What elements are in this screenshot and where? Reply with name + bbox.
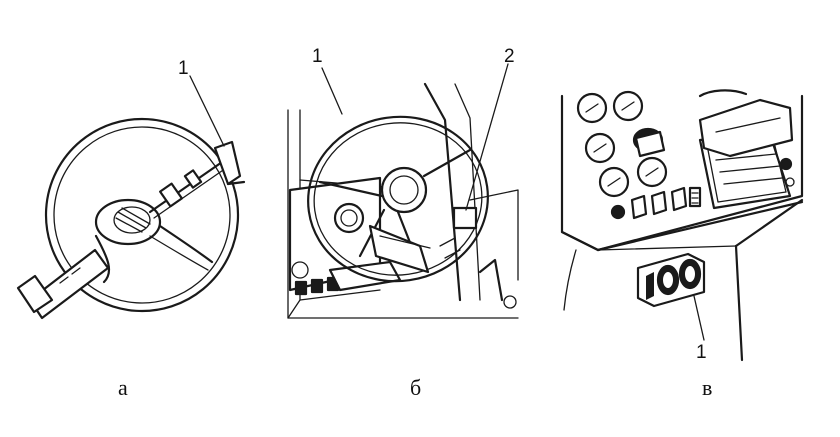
steering-column-a <box>16 248 110 320</box>
callout-a-1: 1 <box>178 58 189 79</box>
switch-row-v <box>610 186 702 220</box>
callout-b-1: 1 <box>312 46 323 67</box>
hazard-switch-v <box>636 252 706 308</box>
callout-v-1: 1 <box>696 342 707 363</box>
adjustment-lever-a <box>148 140 246 219</box>
caption-v: в <box>702 375 712 400</box>
leader-line-b1 <box>321 67 343 115</box>
lever-b <box>452 206 478 230</box>
wheel-hub-b <box>380 166 428 214</box>
callout-b-2: 2 <box>504 46 515 67</box>
wheel-hub-a <box>94 198 214 284</box>
caption-a: а <box>118 375 128 400</box>
panel-b: 1 2 б <box>287 46 519 400</box>
steering-column-b <box>368 206 517 309</box>
panel-v: 1 в <box>560 89 804 400</box>
gear-lever-v <box>698 89 795 210</box>
steering-wheel-a <box>44 117 240 313</box>
leader-line-v1 <box>693 295 705 341</box>
leader-line-b2 <box>465 63 509 211</box>
gauge-cluster-v <box>576 90 668 198</box>
panel-a: 1 а <box>16 58 246 400</box>
leader-line-a1 <box>189 75 225 147</box>
caption-b: б <box>410 375 421 400</box>
gauge-b <box>333 202 365 234</box>
